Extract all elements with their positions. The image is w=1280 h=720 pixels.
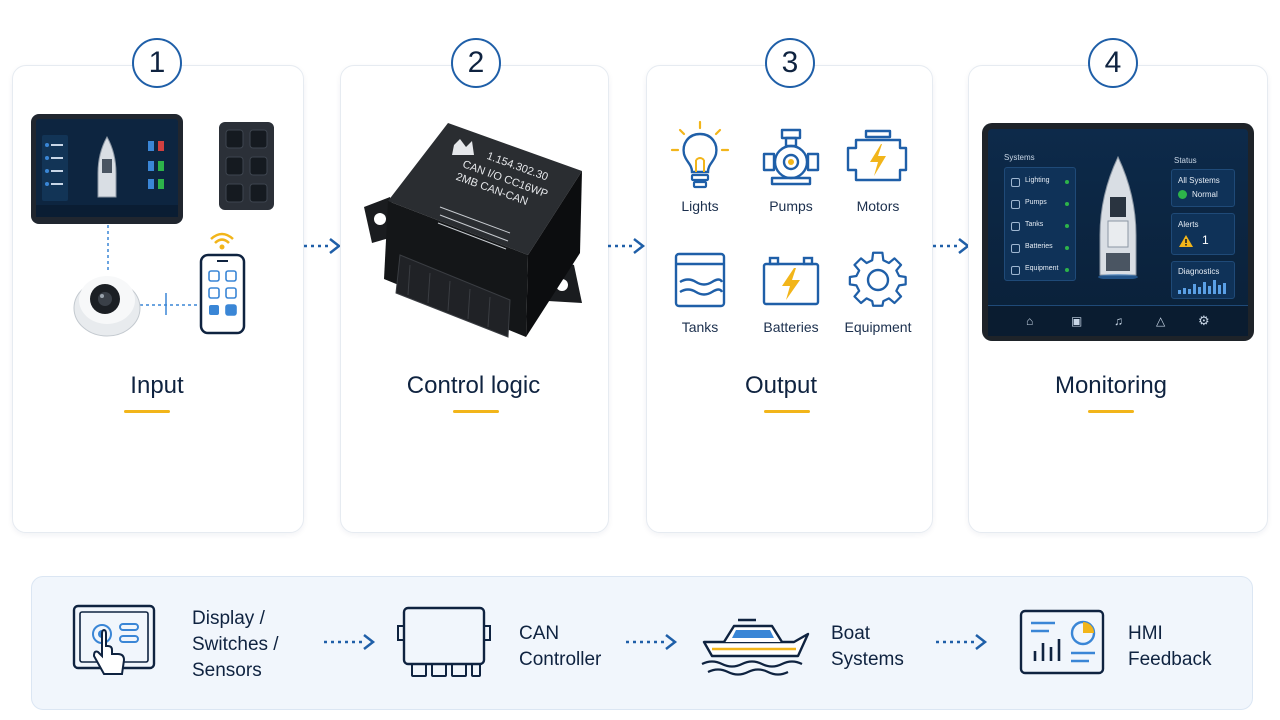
alerts-heading: Alerts — [1178, 220, 1199, 229]
light-bulb-icon — [670, 120, 730, 189]
status-line1: All Systems — [1178, 176, 1220, 185]
bell-icon[interactable]: ♫ — [1114, 314, 1123, 328]
summary-arrow-3 — [936, 634, 988, 650]
system-status-dot — [1065, 268, 1069, 272]
system-item-icon — [1011, 178, 1020, 187]
check-circle-icon — [1178, 190, 1187, 199]
flow-label-boat-line2: Systems — [831, 649, 904, 670]
summary-arrow-2 — [626, 634, 678, 650]
notification-icon[interactable]: △ — [1156, 314, 1166, 328]
input-connector-lines — [107, 225, 200, 315]
step-number-3: 3 — [765, 38, 815, 88]
system-item-icon — [1011, 222, 1020, 231]
step-underline-control-logic — [453, 410, 499, 413]
diagnostics-bars-icon — [1178, 280, 1226, 294]
system-item-label: Equipment — [1025, 265, 1059, 272]
systems-heading: Systems — [1004, 153, 1035, 162]
step-title-control-logic: Control logic — [406, 372, 541, 399]
pump-icon — [762, 128, 820, 186]
status-heading: Status — [1174, 156, 1197, 165]
systems-list-item[interactable]: Lighting — [1005, 174, 1075, 190]
alerts-count: 1 — [1202, 233, 1209, 247]
flow-label-boat-line1: Boat — [831, 623, 871, 644]
can-controller-module-icon: 1.154.302.30 CAN I/O CC16WP 2MB CAN-CAN — [364, 123, 582, 338]
wifi-icon — [210, 232, 234, 250]
summary-arrow-1 — [324, 634, 376, 650]
systems-list-item[interactable]: Equipment — [1005, 262, 1075, 278]
battery-icon — [762, 256, 820, 306]
warning-icon — [1179, 235, 1193, 247]
home-icon[interactable]: ⌂ — [1026, 314, 1034, 328]
flow-label-input-line2: Switches / — [192, 634, 279, 655]
step-number-1: 1 — [132, 38, 182, 88]
step-underline-monitoring — [1088, 410, 1134, 413]
controller-box-icon — [397, 606, 491, 677]
output-label-tanks: Tanks — [681, 319, 719, 335]
systems-list-item[interactable]: Tanks — [1005, 218, 1075, 234]
step-title-input: Input — [130, 372, 184, 399]
output-label-batteries: Batteries — [763, 319, 819, 335]
output-label-motors: Motors — [856, 198, 900, 214]
boat-topview-icon — [1098, 155, 1138, 279]
system-item-icon — [1011, 200, 1020, 209]
flow-label-controller: CAN Controller — [519, 621, 601, 673]
status-line2: Normal — [1192, 190, 1218, 199]
motor-icon — [846, 129, 908, 182]
flow-label-input: Display / Switches / Sensors — [192, 606, 279, 684]
alerts-box: Alerts 1 — [1171, 213, 1235, 255]
flow-label-controller-line1: CAN — [519, 623, 560, 644]
flow-arrow-1 — [304, 238, 342, 254]
touch-display-icon — [72, 604, 156, 675]
step-title-monitoring: Monitoring — [1054, 372, 1168, 399]
flow-label-hmi-line1: HMI — [1128, 623, 1163, 644]
status-box: All Systems Normal — [1171, 169, 1235, 207]
step-underline-input — [124, 410, 170, 413]
step-title-output: Output — [744, 372, 818, 399]
diagnostics-box: Diagnostics — [1171, 261, 1235, 299]
step-number-4: 4 — [1088, 38, 1138, 88]
system-status-dot — [1065, 202, 1069, 206]
tank-icon — [674, 252, 726, 308]
flow-arrow-2 — [608, 238, 646, 254]
display-tablet-icon — [31, 114, 183, 224]
system-item-label: Pumps — [1025, 199, 1047, 206]
systems-list-item[interactable]: Batteries — [1005, 240, 1075, 256]
switch-panel-icon — [219, 122, 274, 210]
system-status-dot — [1065, 224, 1069, 228]
system-item-label: Batteries — [1025, 243, 1053, 250]
system-item-icon — [1011, 266, 1020, 275]
hmi-dashboard-icon — [1019, 609, 1105, 675]
settings-gear-icon[interactable]: ⚙ — [1198, 313, 1210, 328]
system-item-label: Tanks — [1025, 221, 1044, 228]
step-underline-output — [764, 410, 810, 413]
boat-icon — [701, 618, 810, 676]
output-label-lights: Lights — [681, 198, 719, 214]
output-label-pumps: Pumps — [769, 198, 813, 214]
smartphone-icon — [199, 253, 246, 335]
flow-arrow-3 — [933, 238, 971, 254]
system-item-label: Lighting — [1025, 177, 1050, 184]
system-item-icon — [1011, 244, 1020, 253]
scan-icon[interactable]: ▣ — [1071, 314, 1083, 328]
output-label-equipment: Equipment — [844, 319, 912, 335]
systems-list-item[interactable]: Pumps — [1005, 196, 1075, 212]
flow-label-boat-systems: Boat Systems — [831, 621, 904, 673]
diagnostics-heading: Diagnostics — [1178, 267, 1220, 276]
step-number-2: 2 — [451, 38, 501, 88]
tablet-nav-bar: ⌂ ▣ ♫ △ ⚙ — [988, 305, 1248, 336]
system-status-dot — [1065, 180, 1069, 184]
system-status-dot — [1065, 246, 1069, 250]
flow-label-hmi-line2: Feedback — [1128, 649, 1212, 670]
flow-label-hmi-feedback: HMI Feedback — [1128, 621, 1211, 673]
sensor-icon — [73, 276, 141, 337]
flow-label-input-line3: Sensors — [192, 660, 262, 681]
gear-icon — [848, 251, 907, 307]
flow-label-controller-line2: Controller — [519, 649, 602, 670]
flow-label-input-line1: Display / — [192, 608, 265, 629]
